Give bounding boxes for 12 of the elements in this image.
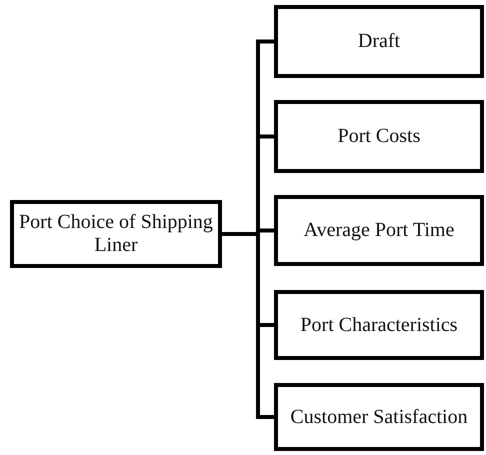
box-label: Port Choice of Shipping Liner <box>18 211 214 257</box>
text-box <box>10 200 222 268</box>
text-box <box>274 195 484 266</box>
text-box <box>274 383 484 451</box>
box-label: Average Port Time <box>304 219 454 242</box>
text-box <box>274 290 484 360</box>
box-label: Port Costs <box>338 125 420 148</box>
box-label: Draft <box>358 30 400 53</box>
text-box <box>274 100 484 173</box>
box-label: Port Characteristics <box>300 314 458 336</box>
box-label: Customer Satisfaction <box>290 406 468 428</box>
text-box <box>274 5 484 78</box>
